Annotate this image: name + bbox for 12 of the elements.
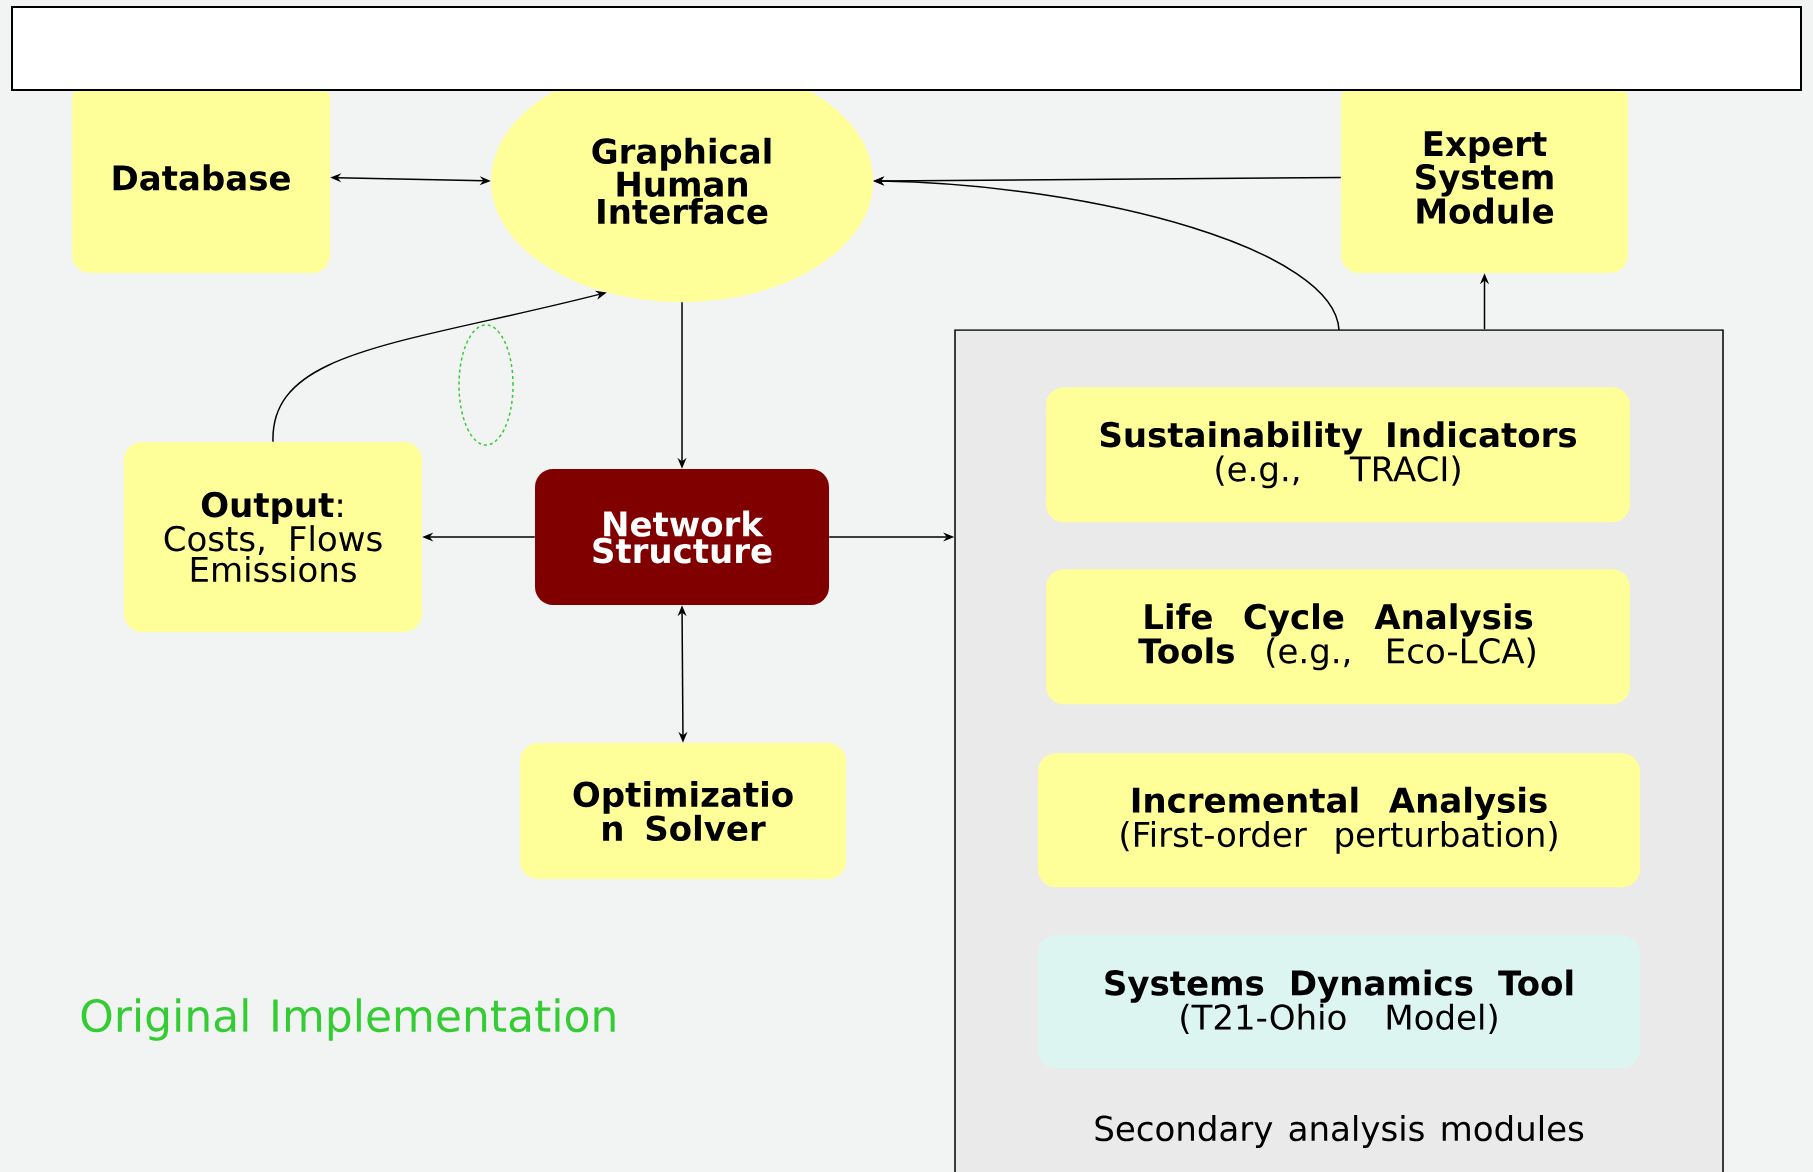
- process-box: Optimizatio n Solver: [520, 743, 846, 879]
- process-box: Output: Costs, Flows Emissions: [124, 442, 422, 632]
- process-box: Systems Dynamics Tool (T21-Ohio Model): [1038, 935, 1640, 1069]
- process-box: Incremental Analysis (First-order perturbation): [1038, 753, 1640, 888]
- title-bar: [11, 6, 1802, 91]
- dashed-ellipse: [458, 324, 514, 446]
- caption-text: Original Implementation: [81, 998, 615, 1041]
- process-box: Network Structure: [535, 469, 829, 605]
- process-box: Sustainability Indicators (e.g., TRACI): [1046, 387, 1630, 523]
- process-box: Database: [72, 82, 330, 273]
- process-box: Expert System Module: [1341, 82, 1628, 273]
- process-box: Life Cycle Analysis Tools (e.g., Eco-LCA): [1046, 569, 1630, 705]
